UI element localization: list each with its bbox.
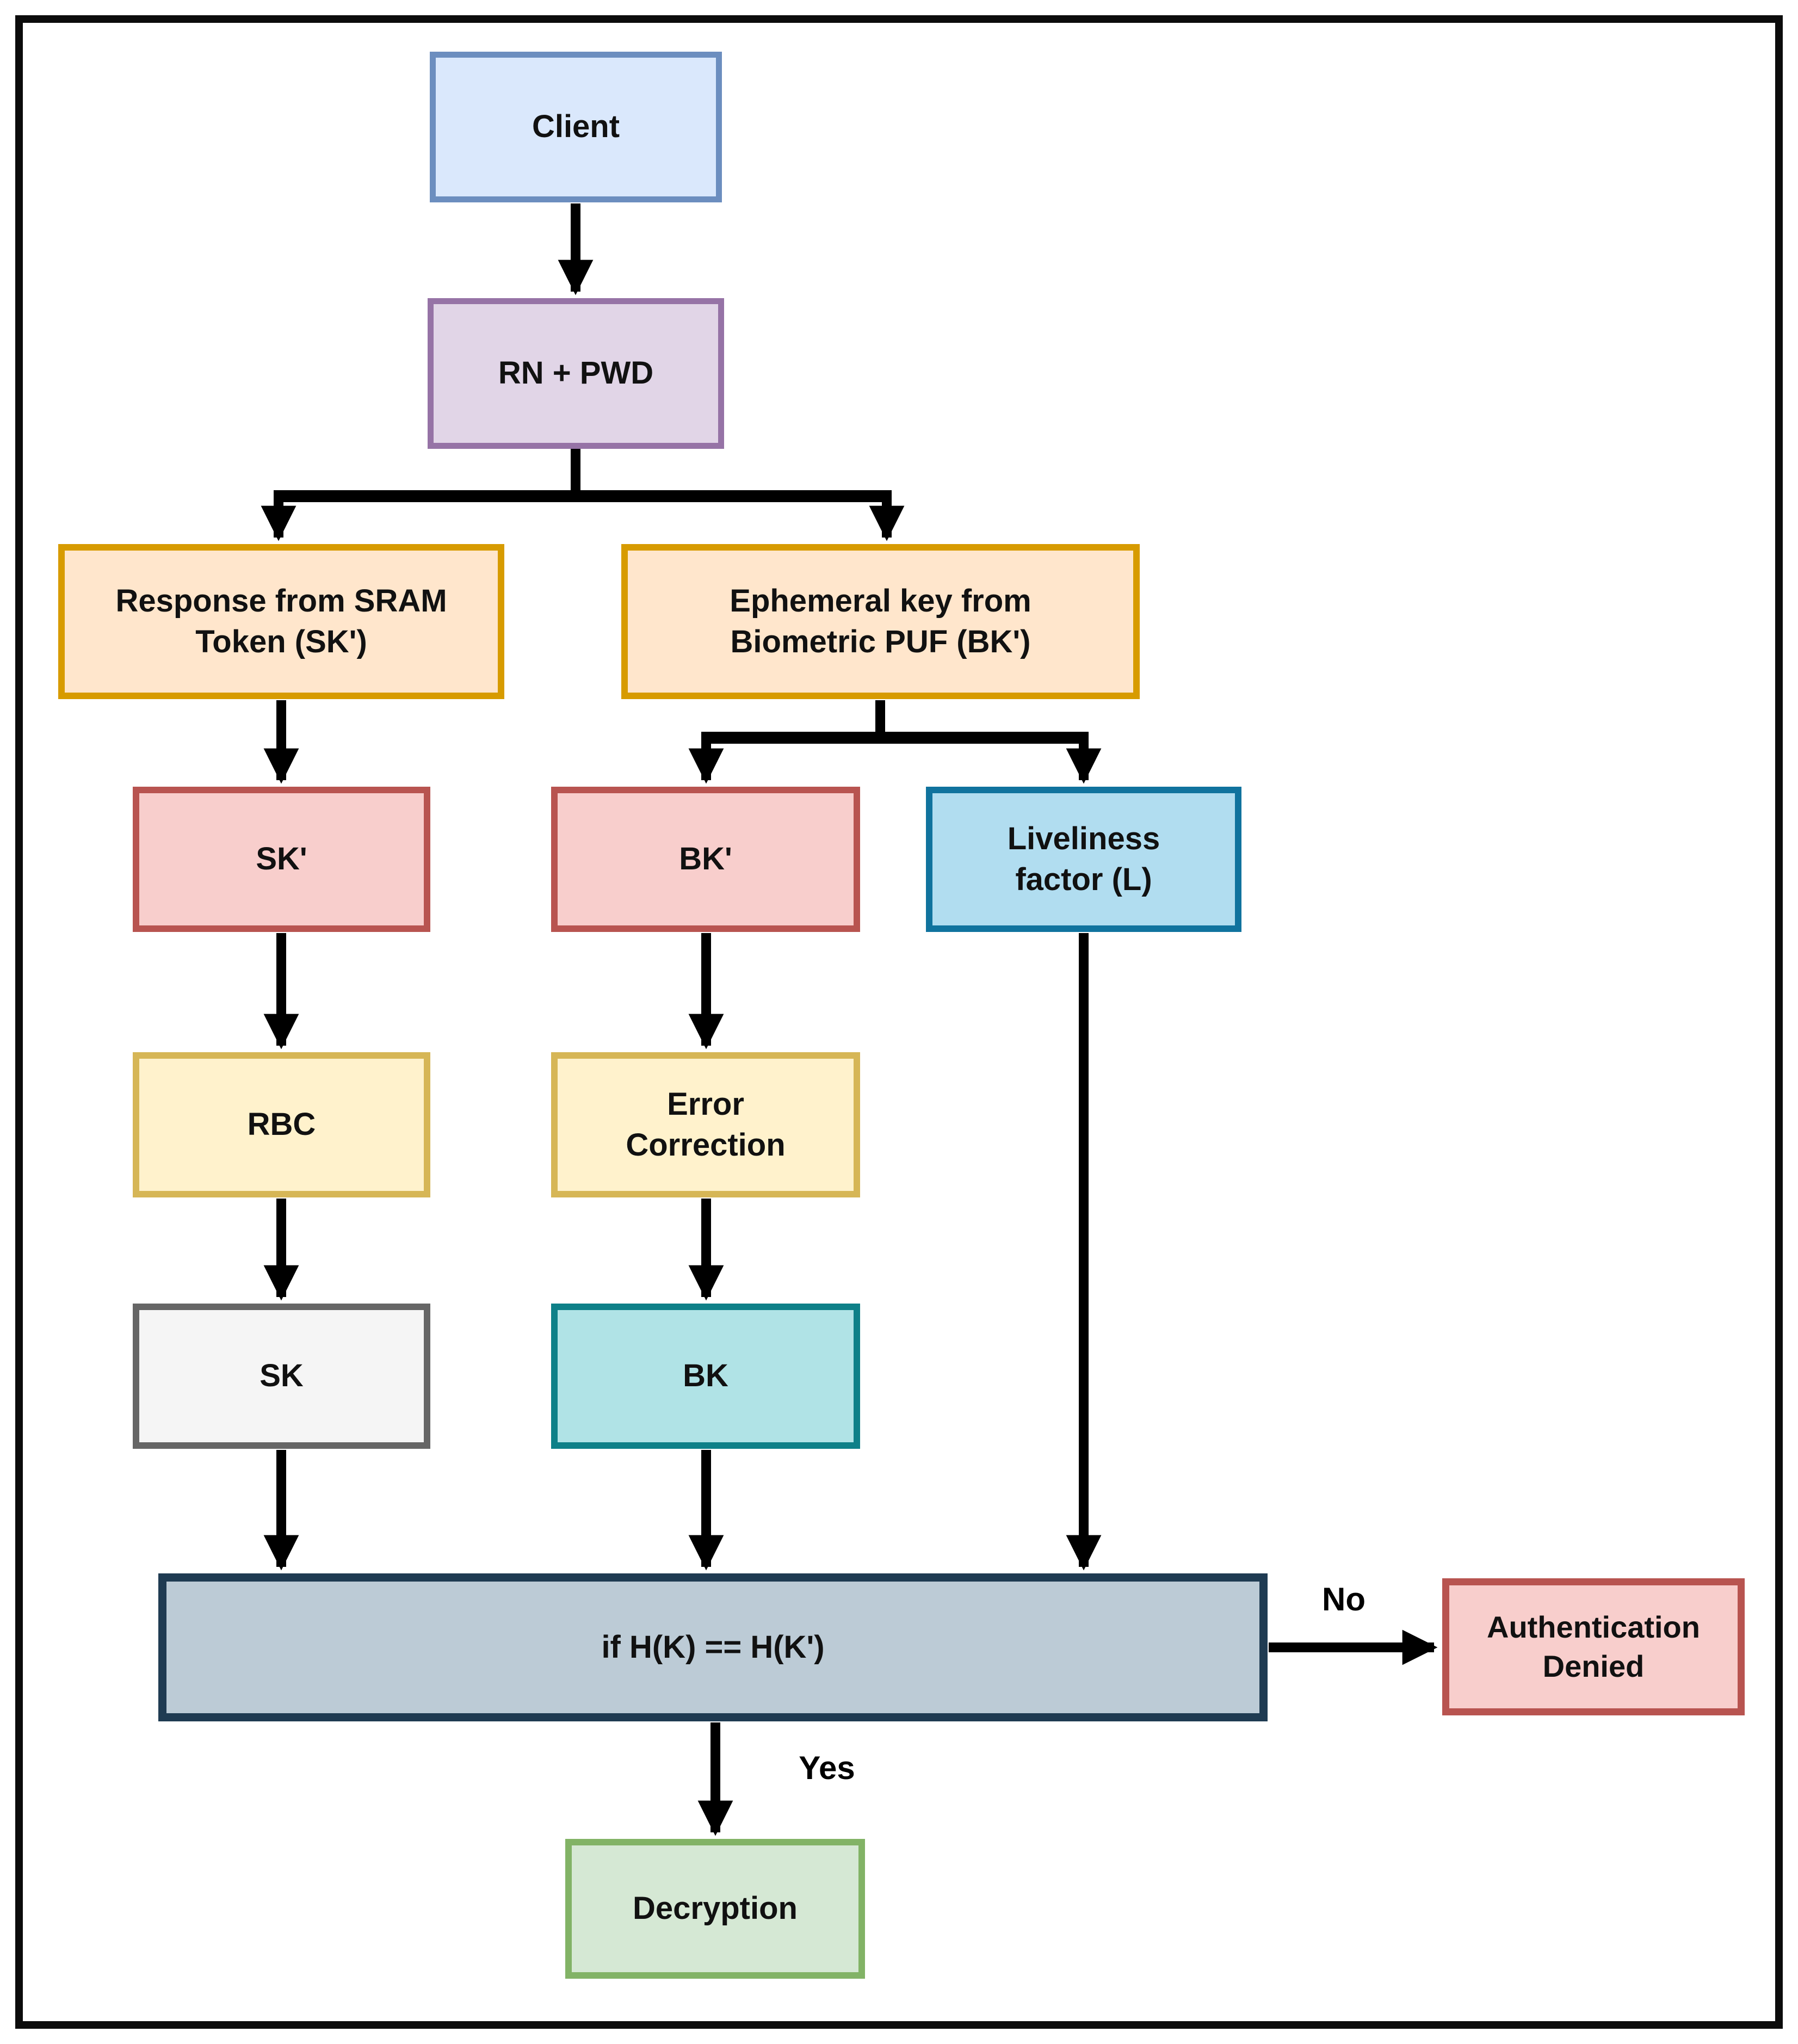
outer-frame xyxy=(15,15,1783,2029)
node-decryption: Decryption xyxy=(565,1839,865,1979)
edge-label-no: No xyxy=(1322,1581,1366,1617)
node-error-correction: Error Correction xyxy=(551,1052,860,1197)
node-sk: SK xyxy=(133,1304,430,1449)
node-ephemeral-key: Ephemeral key from Biometric PUF (BK') xyxy=(621,544,1140,699)
node-hash-compare-decision: if H(K) == H(K') xyxy=(158,1573,1268,1721)
node-authentication-denied: Authentication Denied xyxy=(1442,1578,1745,1715)
node-liveliness-factor: Liveliness factor (L) xyxy=(926,787,1241,932)
edge-label-yes: Yes xyxy=(799,1750,855,1786)
node-bk: BK xyxy=(551,1304,860,1449)
node-sk-prime: SK' xyxy=(133,787,430,932)
node-sram-response: Response from SRAM Token (SK') xyxy=(58,544,504,699)
node-bk-prime: BK' xyxy=(551,787,860,932)
node-rn-pwd: RN + PWD xyxy=(428,298,724,449)
node-client: Client xyxy=(430,52,722,202)
node-rbc: RBC xyxy=(133,1052,430,1197)
